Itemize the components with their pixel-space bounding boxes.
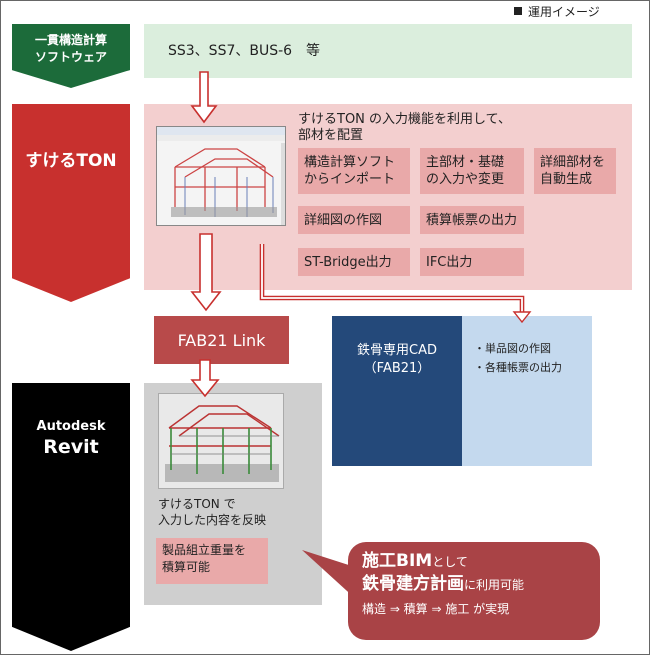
arrow-suketon-to-cad-icon: [259, 244, 532, 324]
feature-import: 構造計算ソフトからインポート: [298, 148, 410, 194]
feature-estimate-output: 積算帳票の出力: [420, 206, 524, 234]
feature-detail-drawing: 詳細図の作図: [298, 206, 410, 234]
arrow-calc-to-suketon-icon: [190, 71, 218, 124]
callout-line-3: 構造 ⇒ 積算 ⇒ 施工 が実現: [362, 602, 510, 616]
callout-bubble: 施工BIMとして 鉄骨建方計画に利用可能 構造 ⇒ 積算 ⇒ 施工 が実現: [348, 542, 600, 640]
feature-ifc: IFC出力: [420, 248, 524, 276]
cad-item-forms-output: ・各種帳票の出力: [474, 361, 562, 374]
feature-main-member: 主部材・基礎の入力や変更: [420, 148, 524, 194]
cad-panel-items-area: [462, 316, 592, 466]
calc-label-line-2: ソフトウェア: [34, 50, 107, 64]
revit-weight-box: 製品組立重量を積算可能: [156, 538, 268, 584]
calc-software-panel: [144, 24, 632, 78]
suketon-intro: すけるTON の入力機能を利用して、部材を配置: [298, 112, 511, 143]
revit-label-line-2: Revit: [43, 436, 99, 458]
suketon-label-text: すけるTON: [25, 151, 117, 171]
calc-software-list: SS3、SS7、BUS-6 等: [168, 43, 321, 59]
suketon-label: すけるTON: [12, 104, 130, 302]
revit-label-line-1: Autodesk: [36, 419, 106, 434]
revit-model-image: [158, 393, 284, 489]
feature-st-bridge: ST-Bridge出力: [298, 248, 410, 276]
arrow-fablink-to-revit-icon: [190, 359, 220, 398]
suketon-screenshot: [156, 126, 286, 226]
fab21-link-box: FAB21 Link: [154, 316, 289, 364]
square-bullet-icon: [514, 7, 522, 15]
calc-label-line-1: 一貫構造計算: [34, 33, 107, 47]
arrow-suketon-to-fablink-icon: [190, 233, 222, 312]
callout-line-2: 鉄骨建方計画に利用可能: [362, 574, 525, 594]
callout-line-1: 施工BIMとして: [362, 551, 468, 571]
feature-auto-detail: 詳細部材を自動生成: [534, 148, 616, 194]
caption: 運用イメージ: [514, 3, 600, 20]
cad-title: 鉄骨専用CAD（FAB21）: [357, 343, 437, 376]
revit-description: すけるTON で入力した内容を反映: [158, 497, 267, 527]
cad-item-single-drawing: ・単品図の作図: [474, 342, 551, 355]
